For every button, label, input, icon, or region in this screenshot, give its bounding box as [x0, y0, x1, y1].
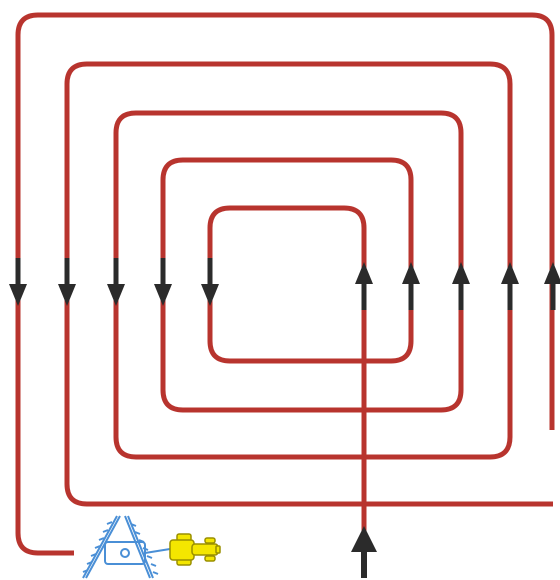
arrow-down-1	[9, 258, 27, 306]
direction-arrows	[9, 258, 560, 578]
arrow-up-2	[402, 262, 420, 310]
arrow-down-4	[154, 258, 172, 306]
tractor-icon	[169, 533, 221, 566]
implement-tines-right	[124, 515, 154, 579]
path-loop-1	[15, 12, 555, 556]
implement-tines-left	[82, 515, 121, 579]
path-loop-3	[113, 110, 490, 460]
tractor-front-wheel-bottom	[204, 555, 216, 562]
tractor-body	[169, 539, 195, 561]
implement-hitch	[144, 548, 171, 554]
tractor-hood	[191, 543, 219, 556]
arrow-up-3	[452, 262, 470, 310]
path-loop-5	[207, 205, 391, 575]
tractor-front-wheel-top	[204, 537, 216, 544]
arrow-up-entry	[351, 526, 377, 578]
path-loop-4	[160, 157, 441, 413]
arrow-up-5	[544, 262, 560, 310]
implement-hub	[120, 548, 130, 558]
tractor-grille	[215, 545, 221, 554]
arrow-down-5	[201, 258, 219, 306]
arrow-down-3	[107, 258, 125, 306]
implement-teeth-left	[82, 521, 113, 573]
spiral-path	[15, 12, 555, 575]
path-loop-2	[64, 61, 553, 507]
arrow-down-2	[58, 258, 76, 306]
arrow-up-4	[501, 262, 519, 310]
seed-drill-implement-icon	[82, 515, 171, 579]
arrow-up-1	[355, 262, 373, 310]
